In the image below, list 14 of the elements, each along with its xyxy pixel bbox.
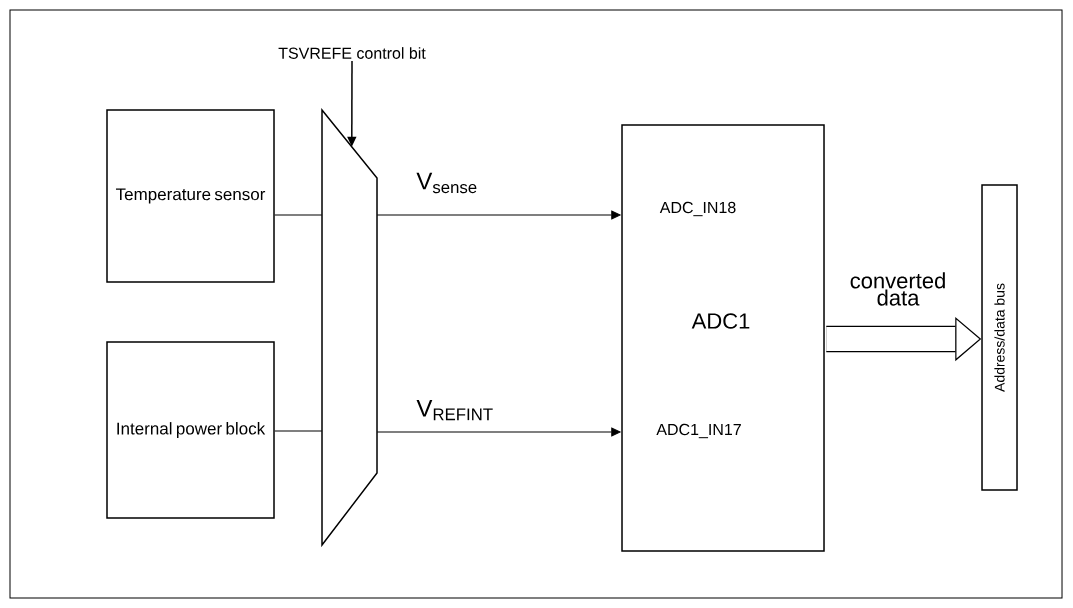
- edge-label: V$_{sense}$: [415, 171, 479, 195]
- pin-label: ADC1_IN17: [656, 423, 741, 439]
- block-box: Internal power block: [106, 341, 275, 519]
- arrow: [376, 210, 621, 220]
- signal-label: TSVREFE control bit: [278, 47, 426, 59]
- bus-box: Address/data bus: [981, 184, 1018, 491]
- edge-label: converted data: [842, 271, 954, 307]
- wire: [274, 214, 323, 216]
- block-box: Temperature sensor: [106, 109, 275, 283]
- wire: [274, 430, 323, 432]
- block-label: ADC1: [691, 313, 750, 329]
- arrow: [376, 427, 621, 437]
- pin-label: ADC_IN18: [659, 201, 736, 217]
- edge-label: V$_{REFINT}$: [415, 398, 495, 422]
